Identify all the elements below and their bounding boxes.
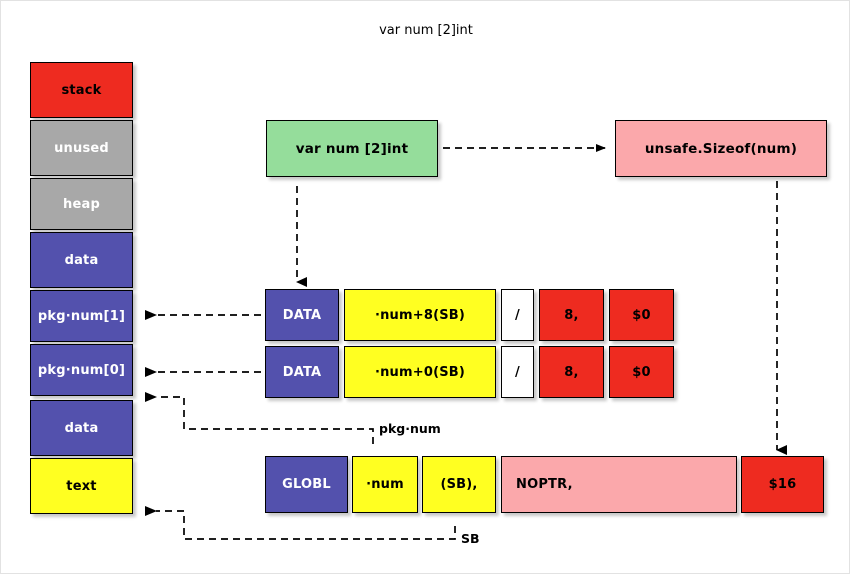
data-low-separator[interactable]: / bbox=[501, 346, 534, 398]
memory-segment-label: pkg·num[0] bbox=[37, 362, 126, 378]
cell-label: $0 bbox=[632, 307, 651, 323]
cell-label: DATA bbox=[282, 364, 322, 380]
memory-segment-pkg-num-0[interactable]: pkg·num[0] bbox=[30, 344, 133, 396]
cell-label: $16 bbox=[768, 477, 797, 492]
globl-opcode[interactable]: GLOBL bbox=[265, 456, 348, 513]
data-low-opcode[interactable]: DATA bbox=[265, 346, 339, 398]
annotation-sb: SB bbox=[461, 531, 480, 546]
cell-label: 8, bbox=[564, 307, 579, 323]
data-high-operand-address[interactable]: ·num+8(SB) bbox=[344, 289, 496, 341]
memory-segment-stack[interactable]: stack bbox=[30, 62, 133, 118]
cell-label: DATA bbox=[282, 307, 322, 323]
data-high-value[interactable]: $0 bbox=[609, 289, 674, 341]
memory-segment-label: heap bbox=[63, 196, 100, 212]
arrow-pkgnum-symbol bbox=[145, 392, 374, 444]
page-title: var num [2]int bbox=[379, 23, 473, 38]
cell-label: / bbox=[515, 364, 520, 380]
memory-segment-unused[interactable]: unused bbox=[30, 120, 133, 176]
cell-label: / bbox=[515, 307, 520, 323]
unsafe-sizeof-label: unsafe.Sizeof(num) bbox=[644, 140, 798, 157]
memory-segment-heap[interactable]: heap bbox=[30, 178, 133, 230]
annotation-pkg-num: pkg·num bbox=[379, 421, 441, 436]
arrow-sb-symbol bbox=[145, 506, 456, 540]
data-high-separator[interactable]: / bbox=[501, 289, 534, 341]
globl-symbol[interactable]: ·num bbox=[352, 456, 418, 513]
memory-segment-data-lower[interactable]: data bbox=[30, 400, 133, 456]
data-low-value[interactable]: $0 bbox=[609, 346, 674, 398]
cell-label: GLOBL bbox=[282, 477, 331, 492]
memory-segment-label: text bbox=[66, 478, 97, 494]
globl-flags[interactable]: NOPTR, bbox=[501, 456, 737, 513]
cell-label: $0 bbox=[632, 364, 651, 380]
memory-segment-label: stack bbox=[61, 82, 102, 98]
data-high-opcode[interactable]: DATA bbox=[265, 289, 339, 341]
memory-segment-data-upper[interactable]: data bbox=[30, 232, 133, 288]
memory-segment-pkg-num-1[interactable]: pkg·num[1] bbox=[30, 290, 133, 342]
cell-label: ·num+8(SB) bbox=[374, 307, 466, 323]
data-high-width[interactable]: 8, bbox=[539, 289, 604, 341]
memory-segment-label: data bbox=[64, 252, 99, 268]
cell-label: ·num+0(SB) bbox=[374, 364, 466, 380]
globl-size[interactable]: $16 bbox=[741, 456, 824, 513]
globl-base-register[interactable]: (SB), bbox=[422, 456, 496, 513]
cell-label: NOPTR, bbox=[516, 477, 573, 492]
go-declaration-box[interactable]: var num [2]int bbox=[266, 120, 438, 177]
memory-segment-text[interactable]: text bbox=[30, 458, 133, 514]
data-low-operand-address[interactable]: ·num+0(SB) bbox=[344, 346, 496, 398]
cell-label: ·num bbox=[366, 477, 404, 492]
memory-segment-label: unused bbox=[54, 140, 109, 156]
cell-label: 8, bbox=[564, 364, 579, 380]
data-low-width[interactable]: 8, bbox=[539, 346, 604, 398]
unsafe-sizeof-box[interactable]: unsafe.Sizeof(num) bbox=[615, 120, 827, 177]
go-declaration-label: var num [2]int bbox=[295, 140, 409, 157]
memory-segment-label: data bbox=[64, 420, 99, 436]
memory-segment-label: pkg·num[1] bbox=[37, 308, 126, 324]
cell-label: (SB), bbox=[440, 477, 478, 492]
